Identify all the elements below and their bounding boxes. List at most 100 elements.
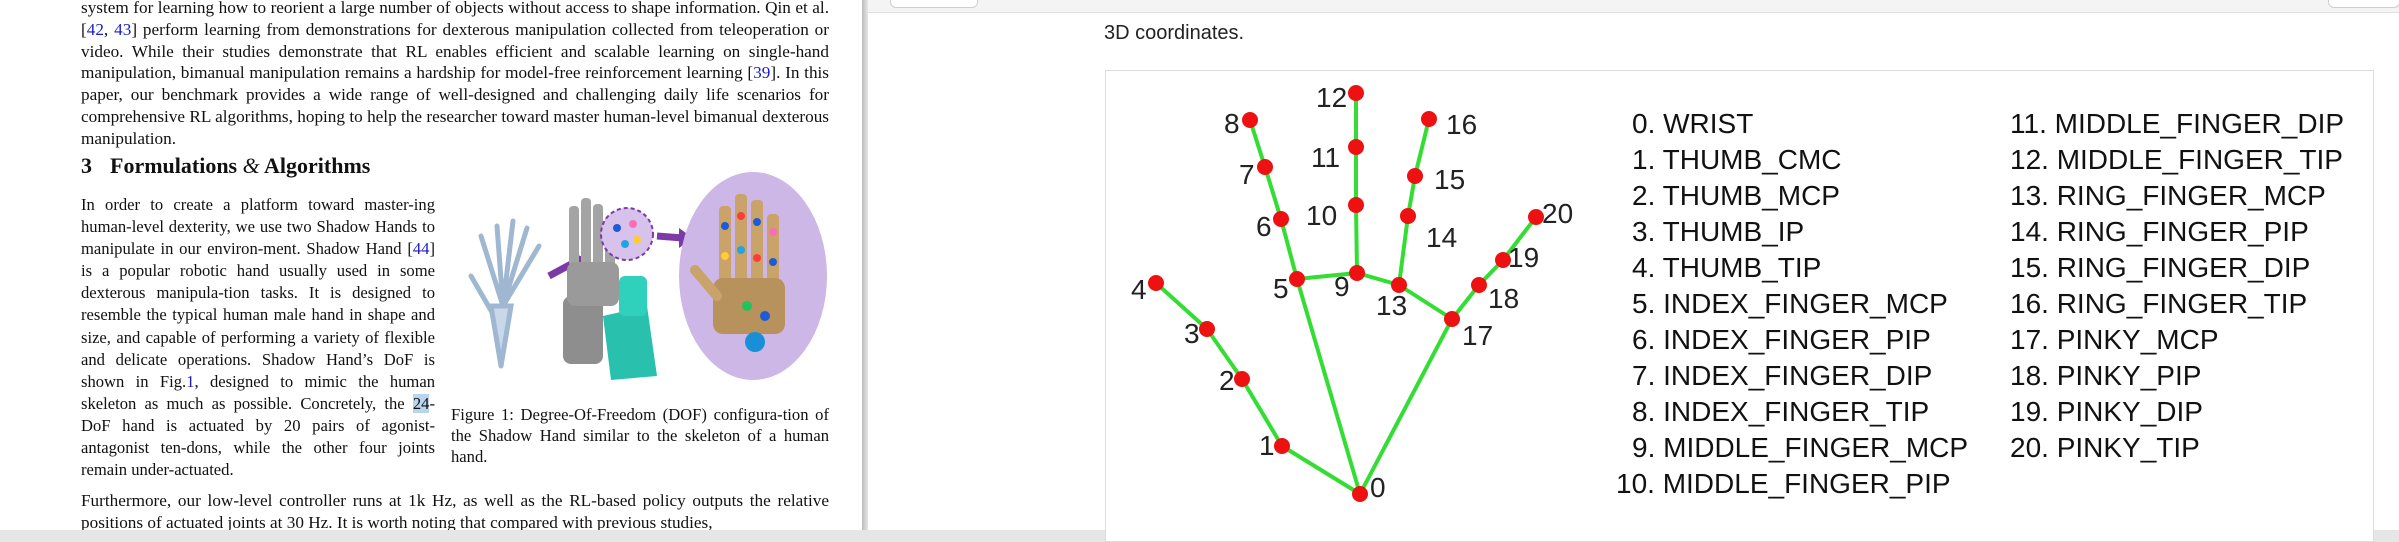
- legend-item-18: 18. PINKY_PIP: [2010, 360, 2201, 391]
- legend-item-10: 10. MIDDLE_FINGER_PIP: [1616, 468, 1951, 499]
- keypoint-15: [1407, 168, 1423, 184]
- page-divider-shadow: [862, 0, 868, 530]
- citation-link-39[interactable]: 39: [753, 63, 771, 83]
- keypoint-5: [1289, 271, 1305, 287]
- pdf-page: system for learning how to reorient a la…: [0, 0, 862, 530]
- keypoint-label-15: 15: [1434, 164, 1465, 195]
- bone-line: [1263, 166, 1283, 220]
- keypoint-18: [1471, 277, 1487, 293]
- keypoint-19: [1495, 252, 1511, 268]
- controller-paragraph: Furthermore, our low-level controller ru…: [81, 491, 829, 530]
- legend-item-13: 13. RING_FINGER_MCP: [2010, 180, 2326, 211]
- keypoint-10: [1348, 197, 1364, 213]
- shadow-hand-figure: [468, 172, 827, 380]
- keypoint-label-8: 8: [1224, 108, 1240, 139]
- keypoint-label-13: 13: [1376, 290, 1407, 321]
- legend-item-11: 11. MIDDLE_FINGER_DIP: [2010, 108, 2344, 139]
- keypoint-label-11: 11: [1311, 142, 1340, 173]
- legend-item-5: 5. INDEX_FINGER_MCP: [1632, 288, 1948, 319]
- bone-line: [1248, 119, 1267, 168]
- figure-reference-link[interactable]: 1: [186, 371, 195, 391]
- legend-item-14: 14. RING_FINGER_PIP: [2010, 216, 2309, 247]
- keypoint-2: [1234, 371, 1250, 387]
- bone-line: [1296, 271, 1358, 281]
- legend-item-3: 3. THUMB_IP: [1632, 216, 1804, 247]
- bone-line: [1240, 377, 1284, 448]
- arrow-icon: [656, 232, 684, 242]
- skeleton-hand-illustration: [468, 218, 542, 369]
- keypoint-label-4: 4: [1131, 274, 1147, 305]
- keypoint-label-12: 12: [1316, 82, 1347, 113]
- section-number: 3: [81, 153, 92, 178]
- bone-line: [1501, 215, 1538, 262]
- toolbar-button[interactable]: [2328, 0, 2399, 8]
- keypoint-16: [1421, 111, 1437, 127]
- bone-line: [1358, 318, 1454, 495]
- top-toolbar-strip: [868, 0, 2399, 13]
- hand-keypoints: [1148, 85, 1544, 502]
- bone-line: [1354, 204, 1359, 274]
- landmark-legend: 0. WRIST 1. THUMB_CMC 2. THUMB_MCP 3. THUMB…: [1616, 108, 2344, 499]
- keypoint-8: [1242, 112, 1258, 128]
- legend-item-17: 17. PINKY_MCP: [2010, 324, 2219, 355]
- keypoint-0: [1352, 486, 1368, 502]
- bone-line: [1397, 283, 1454, 321]
- legend-item-19: 19. PINKY_DIP: [2010, 396, 2203, 427]
- keypoint-1: [1274, 438, 1290, 454]
- search-highlight: 24: [412, 393, 430, 413]
- keypoint-label-14: 14: [1426, 222, 1457, 253]
- keypoint-17: [1444, 311, 1460, 327]
- legend-item-9: 9. MIDDLE_FINGER_MCP: [1632, 432, 1968, 463]
- legend-item-0: 0. WRIST: [1632, 108, 1753, 139]
- bone-line: [1413, 118, 1431, 177]
- doc-text-line: 3D coordinates.: [1104, 22, 1245, 44]
- keypoint-4: [1148, 275, 1164, 291]
- keypoint-label-19: 19: [1508, 242, 1539, 273]
- keypoint-12: [1348, 85, 1364, 101]
- legend-item-7: 7. INDEX_FINGER_DIP: [1632, 360, 1932, 391]
- formulation-paragraph: In order to create a platform toward mas…: [81, 195, 435, 480]
- keypoint-label-2: 2: [1219, 365, 1235, 396]
- legend-item-1: 1. THUMB_CMC: [1632, 144, 1842, 175]
- keypoint-11: [1348, 139, 1364, 155]
- keypoint-9: [1349, 265, 1365, 281]
- keypoint-label-0: 0: [1370, 472, 1386, 503]
- bone-line: [1397, 215, 1410, 286]
- keypoint-13: [1391, 277, 1407, 293]
- bone-line: [1205, 327, 1244, 381]
- keypoint-label-17: 17: [1462, 320, 1493, 351]
- keypoint-20: [1528, 209, 1544, 225]
- bone-line: [1295, 278, 1362, 495]
- keypoint-3: [1199, 321, 1215, 337]
- keypoint-label-5: 5: [1273, 273, 1289, 304]
- bone-line: [1279, 218, 1299, 280]
- keypoint-7: [1257, 159, 1273, 175]
- keypoint-label-10: 10: [1306, 200, 1337, 231]
- bone-line: [1154, 281, 1209, 331]
- keypoint-6: [1273, 211, 1289, 227]
- legend-item-4: 4. THUMB_TIP: [1632, 252, 1821, 283]
- legend-item-15: 15. RING_FINGER_DIP: [2010, 252, 2310, 283]
- robot-hand-illustration: [563, 198, 657, 380]
- legend-item-2: 2. THUMB_MCP: [1632, 180, 1840, 211]
- keypoint-label-7: 7: [1239, 159, 1255, 190]
- keypoint-14: [1400, 208, 1416, 224]
- keypoint-label-20: 20: [1542, 198, 1573, 229]
- legend-item-6: 6. INDEX_FINGER_PIP: [1632, 324, 1931, 355]
- toolbar-button[interactable]: [890, 0, 978, 8]
- bone-line: [1280, 444, 1362, 496]
- keypoint-label-3: 3: [1184, 318, 1200, 349]
- figure-caption: Figure 1: Degree-Of-Freedom (DOF) config…: [451, 405, 829, 467]
- dof-diagram-illustration: [679, 172, 827, 380]
- citation-link-44[interactable]: 44: [412, 239, 430, 259]
- citation-link-43[interactable]: 43: [114, 19, 132, 39]
- citation-link-42[interactable]: 42: [86, 19, 104, 39]
- legend-item-20: 20. PINKY_TIP: [2010, 432, 2200, 463]
- keypoint-label-6: 6: [1256, 211, 1272, 242]
- keypoint-label-1: 1: [1259, 430, 1275, 461]
